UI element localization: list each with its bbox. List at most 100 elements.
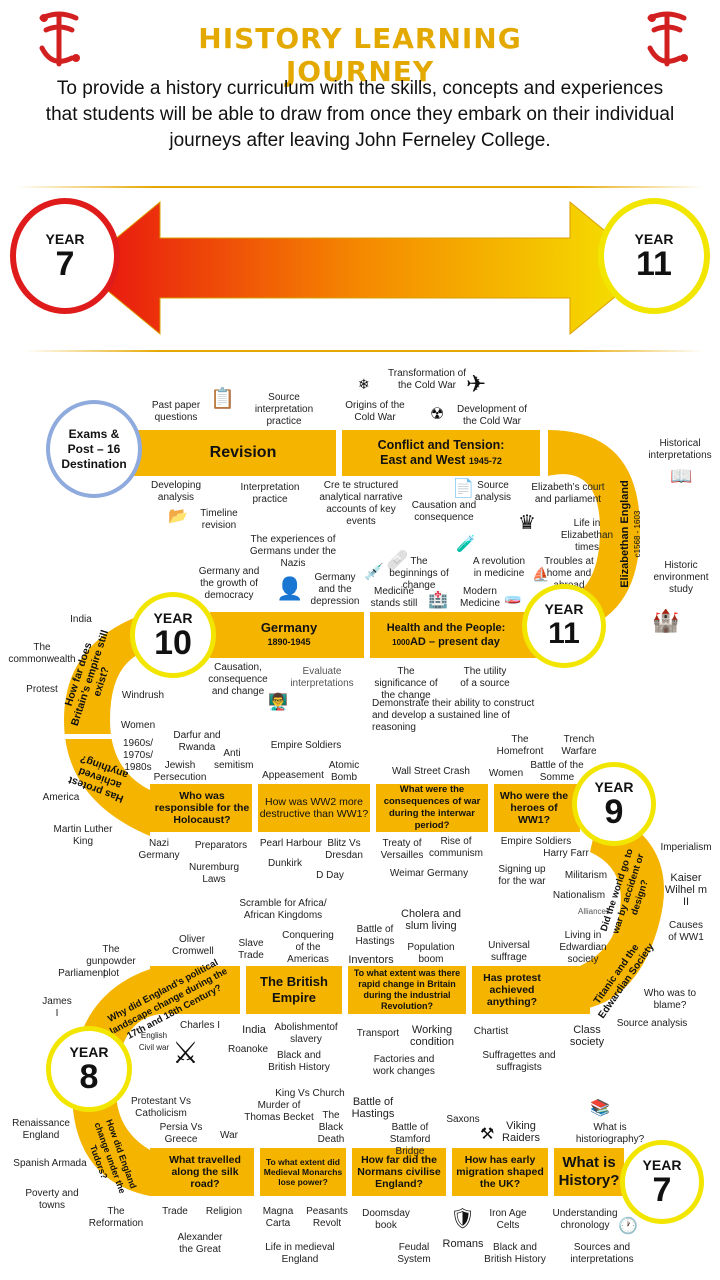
black-death-label: The Black Death (317, 1110, 345, 1145)
normans-question: How far did the Normans civilise England… (357, 1154, 441, 1190)
medieval-band: To what extent did Medieval Monarchs los… (260, 1148, 346, 1196)
slave-label: Slave Trade (238, 938, 264, 961)
trench-label: Trench Warfare (561, 734, 597, 757)
past-paper-label: Past paper questions (151, 400, 201, 423)
dunkirk-label: Dunkirk (268, 858, 302, 869)
beginnings-label: The beginnings of change (389, 556, 449, 591)
parliament-label: Parliament (58, 968, 106, 979)
books-icon: 📚 (590, 1100, 610, 1117)
heroes-question: Who were the heroes of WW1? (499, 790, 569, 826)
holocaust-question: Who was responsible for the Holocaust? (154, 790, 250, 826)
ship-icon: ⛵ (532, 566, 550, 582)
protestant-label: Protestant Vs Catholicism (130, 1096, 192, 1119)
inventors-label: Inventors (348, 954, 394, 966)
causation-label: Causation and consequence (411, 500, 477, 523)
year-label: YEAR (544, 601, 584, 617)
causes-label: Causes of WW1 (668, 920, 704, 943)
hastings7-label: Battle of Hastings (351, 1096, 395, 1120)
militarism-label: Militarism (564, 870, 608, 881)
germany-title: Germany (260, 620, 318, 635)
india8-label: India (242, 1024, 266, 1036)
stamford-label: Battle of Stamford Bridge (389, 1122, 431, 1157)
working-label: Working condition (409, 1024, 455, 1048)
crown-icon: ♛ (518, 512, 536, 534)
homefront-label: The Homefront (496, 734, 544, 757)
year-number: 9 (604, 793, 624, 831)
nationalism-label: Nationalism (552, 890, 606, 901)
health-sub: AD – present day (409, 635, 500, 648)
romans-label: Romans (442, 1238, 484, 1250)
conflict-dates: 1945-72 (468, 455, 502, 466)
wall-street-label: Wall Street Crash (392, 766, 470, 777)
scramble-label: Scramble for Africa/ African Kingdoms (239, 898, 327, 921)
anti-semitism-label: Anti semitism (214, 748, 254, 771)
source8-label: Source analysis (616, 1018, 688, 1029)
historiography-label: What is historiography? (575, 1122, 645, 1145)
source-interp-label: Source interpretation practice (254, 392, 314, 427)
edwardian-label: Living in Edwardian society (559, 930, 607, 965)
peasants-label: Peasants Revolt (306, 1206, 348, 1229)
conflict-title: Conflict and Tension: (377, 437, 505, 452)
medicine-still-label: Medicine stands still (370, 586, 418, 609)
portrait-icon: 👤 (276, 576, 304, 601)
empire-soldiers2-label: Empire Soldiers (500, 836, 572, 847)
magna-label: Magna Carta (262, 1206, 294, 1229)
domesday-label: Doomsday book (362, 1208, 410, 1231)
feudal-label: Feudal System (397, 1242, 431, 1265)
holocaust-band: Who was responsible for the Holocaust? (152, 784, 252, 832)
transformation-label: Transformation of the Cold War (388, 368, 466, 391)
america-label: America (42, 792, 80, 803)
civil-war-label: English Civil war (138, 1031, 170, 1052)
protest8-band: Has protest achieved anything? (472, 966, 552, 1014)
growth-label: Germany and the growth of democracy (198, 566, 260, 601)
decades-label: 1960s/ 1970s/ 1980s (122, 738, 154, 773)
saxons-label: Saxons (446, 1114, 480, 1125)
ww2-question: How was WW2 more destructive than WW1? (259, 796, 369, 820)
war-label: War (220, 1130, 238, 1141)
worksheet-icon: 📋 (210, 388, 235, 410)
women9-label: Women (488, 768, 524, 779)
year7-circle: YEAR 7 (620, 1140, 704, 1224)
versailles-label: Treaty of Versailles (380, 838, 424, 861)
medieval-question: To what extent did Medieval Monarchs los… (263, 1157, 343, 1187)
weimar-label: Weimar Germany (389, 868, 469, 879)
blitz-label: Blitz Vs Dresdan (325, 838, 363, 861)
protest-label: Protest (26, 684, 58, 695)
year11-end-circle: YEAR 11 (598, 198, 710, 314)
clock-icon: 🕐 (618, 1218, 638, 1235)
industrial-question: To what extent was there rapid change in… (353, 968, 461, 1011)
plane-icon: ✈ (466, 371, 487, 398)
gunpowder-label: The gunpowder plot (86, 944, 136, 979)
syringe-icon: 💉 (364, 564, 384, 581)
commonwealth-label: The commonwealth (8, 642, 76, 665)
depression-label: Germany and the depression (310, 572, 360, 607)
hospital-icon: 🏥 (428, 592, 448, 609)
revision-band: Revision (150, 430, 336, 476)
axe-icon: ⚒ (480, 1126, 495, 1143)
history-question: What is History? (558, 1154, 620, 1189)
interwar-question: What were the consequences of war during… (383, 784, 481, 831)
jewish-label: Jewish Persecution (153, 760, 207, 783)
silk-band: What travelled along the silk road? (156, 1148, 254, 1196)
population-label: Population boom (407, 942, 455, 965)
germany-dates: 1890-1945 (267, 637, 311, 647)
james-label: James I (42, 996, 72, 1019)
radiation-icon: ☢ (430, 406, 445, 423)
year-number: 7 (55, 245, 75, 283)
oliver-label: Oliver Cromwell (172, 934, 214, 957)
persia-label: Persia Vs Greece (159, 1122, 203, 1145)
test-tube-icon: 🧪 (456, 536, 476, 553)
development-label: Development of the Cold War (456, 404, 528, 427)
atomic-label: Atomic Bomb (328, 760, 360, 783)
industrial-band: To what extent was there rapid change in… (348, 966, 466, 1014)
signing-label: Signing up for the war (498, 864, 546, 887)
year-number: 11 (636, 245, 672, 283)
normans-band: How far did the Normans civilise England… (352, 1148, 446, 1196)
alliances-label: Alliances (577, 907, 610, 916)
college-logo-right (647, 11, 688, 67)
elizabethan-label: Elizabethan England (619, 480, 631, 588)
charles-label: Charles I (179, 1020, 220, 1031)
environment-label: Historic environment study (653, 560, 709, 595)
revolution-label: A revolution in medicine (472, 556, 526, 579)
year-number: 10 (154, 624, 192, 662)
